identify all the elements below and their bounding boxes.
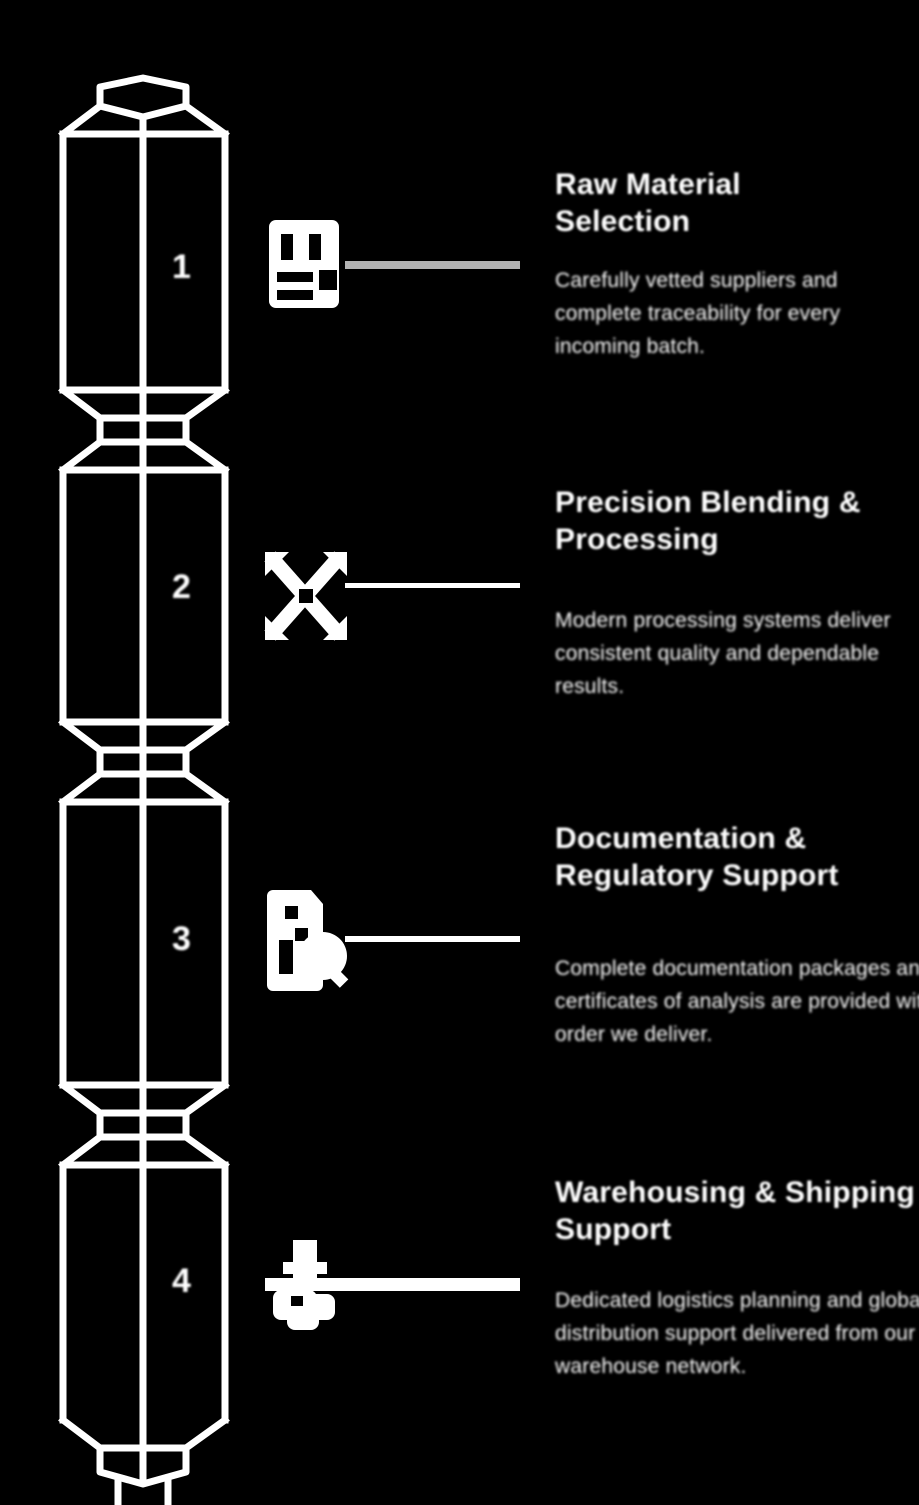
segment-number-1: 1 [172, 248, 191, 286]
segment-number-3: 3 [172, 920, 191, 958]
column-coupling-1 [58, 385, 230, 475]
column-segment-2 [59, 466, 229, 726]
column-segment-3 [59, 798, 229, 1089]
column-bottom-cap [58, 1415, 230, 1505]
column-coupling-3 [58, 1080, 230, 1170]
column-coupling-2 [58, 717, 230, 807]
connector-line-1 [345, 261, 520, 269]
column-segment-4 [59, 1161, 229, 1424]
connector-line-4 [265, 1278, 520, 1291]
connector-line-3 [345, 936, 520, 942]
document-search-icon [267, 890, 349, 991]
segment-number-4: 4 [172, 1262, 191, 1300]
section-2-description: Modern processing systems deliver consis… [555, 609, 891, 698]
crossed-arrows-icon [264, 551, 347, 641]
column-segment-1 [59, 130, 229, 394]
section-4-title: Warehousing & Shipping Support [555, 1176, 915, 1246]
connector-line-2 [345, 583, 520, 588]
segment-number-2: 2 [172, 568, 191, 606]
section-3-description: Complete documentation packages and cert… [555, 957, 919, 1046]
section-2-title: Precision Blending & Processing [555, 486, 861, 556]
section-4-description: Dedicated logistics planning and global … [555, 1289, 919, 1378]
section-3-title: Documentation & Regulatory Support [555, 822, 839, 892]
segmented-column-illustration [58, 74, 230, 1505]
certificate-icon [269, 220, 339, 308]
section-1-title: Raw Material Selection [555, 168, 741, 238]
package-shipping-icon [273, 1240, 335, 1330]
section-1-description: Carefully vetted suppliers and complete … [555, 269, 841, 358]
